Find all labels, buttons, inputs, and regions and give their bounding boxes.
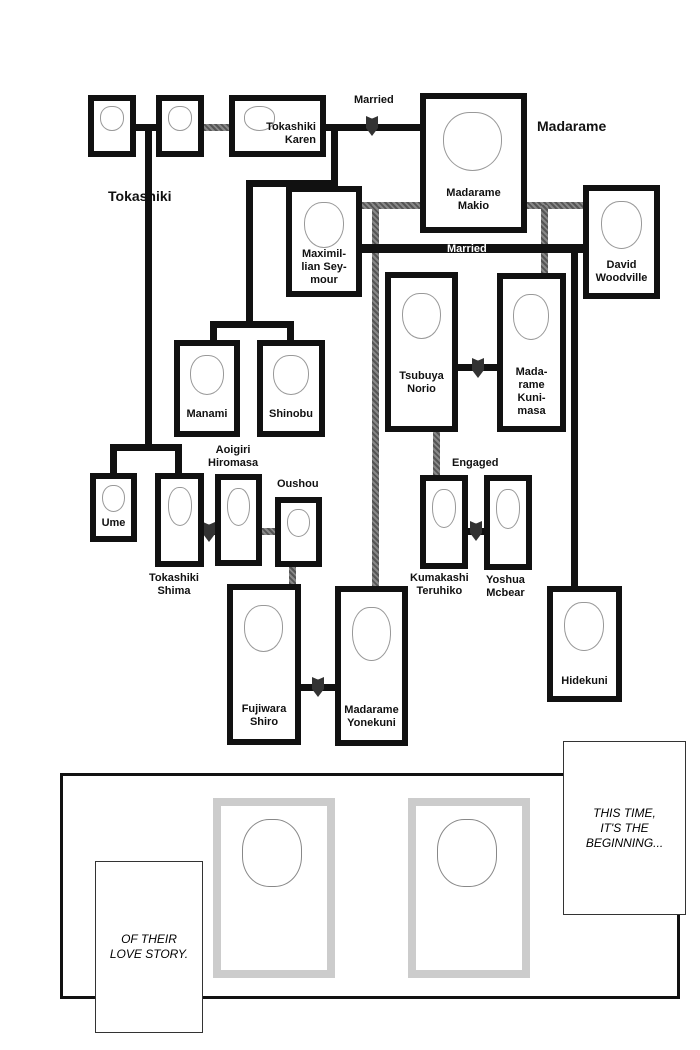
portrait-maximillian-large	[213, 798, 335, 978]
connector	[246, 180, 338, 187]
name-aoigiri: Aoigiri Hiromasa	[208, 444, 259, 469]
relation-engaged: Engaged	[452, 457, 499, 469]
connector	[210, 321, 294, 328]
connector	[541, 205, 548, 273]
connector	[262, 528, 275, 535]
connector	[110, 444, 182, 451]
portrait-maximillian: Maximil- lian Sey- mour	[286, 186, 362, 297]
portrait-fujiwara: Fujiwara Shiro	[227, 584, 301, 745]
portrait-shima	[155, 473, 204, 567]
connector	[362, 244, 583, 253]
relation-married: Married	[354, 94, 394, 106]
family-label-madarame: Madarame	[537, 118, 607, 134]
portrait-makio: Madarame Makio	[420, 93, 527, 233]
heart-icon	[203, 522, 215, 544]
portrait-elder-2	[156, 95, 204, 157]
portrait-tsubuya: Tsubuya Norio	[385, 272, 458, 432]
relation-married: Married	[447, 243, 487, 255]
name-oushou: Oushou	[277, 478, 319, 490]
name-yoshua: Yoshua Mcbear	[486, 574, 525, 599]
connector	[287, 321, 294, 341]
connector	[372, 205, 379, 587]
portrait-kumakashi	[420, 475, 468, 569]
heart-icon	[472, 358, 484, 380]
portrait-elder-1	[88, 95, 136, 157]
connector	[433, 432, 440, 475]
name-shima: Tokashiki Shima	[149, 572, 199, 597]
connector	[136, 124, 156, 131]
portrait-shinobu: Shinobu	[257, 340, 325, 437]
connector	[289, 567, 296, 584]
portrait-david-large	[408, 798, 530, 978]
heart-icon	[366, 116, 378, 138]
caption-this-time: THIS TIME, IT'S THE BEGINNING...	[563, 741, 686, 915]
heart-icon	[312, 677, 324, 699]
connector	[204, 124, 229, 131]
portrait-kunimasa: Mada- rame Kuni- masa	[497, 273, 566, 432]
portrait-aoigiri	[215, 474, 262, 566]
connector	[145, 128, 152, 450]
connector	[527, 202, 583, 209]
connector	[571, 250, 578, 587]
portrait-david: David Woodville	[583, 185, 660, 299]
name-kumakashi: Kumakashi Teruhiko	[410, 572, 469, 597]
connector	[210, 321, 217, 341]
portrait-hidekuni: Hidekuni	[547, 586, 622, 702]
heart-icon	[470, 521, 482, 543]
connector	[175, 444, 182, 474]
caption-of-their: OF THEIR LOVE STORY.	[95, 861, 203, 1033]
portrait-yonekuni: Madarame Yonekuni	[335, 586, 408, 746]
portrait-oushou	[275, 497, 322, 567]
portrait-yoshua	[484, 475, 532, 570]
portrait-ume: Ume	[90, 473, 137, 542]
portrait-manami: Manami	[174, 340, 240, 437]
connector	[331, 131, 338, 186]
connector	[362, 202, 420, 209]
connector	[246, 180, 253, 325]
connector	[110, 444, 117, 474]
portrait-karen: Tokashiki Karen	[229, 95, 326, 157]
family-label-tokashiki: Tokashiki	[108, 188, 172, 204]
